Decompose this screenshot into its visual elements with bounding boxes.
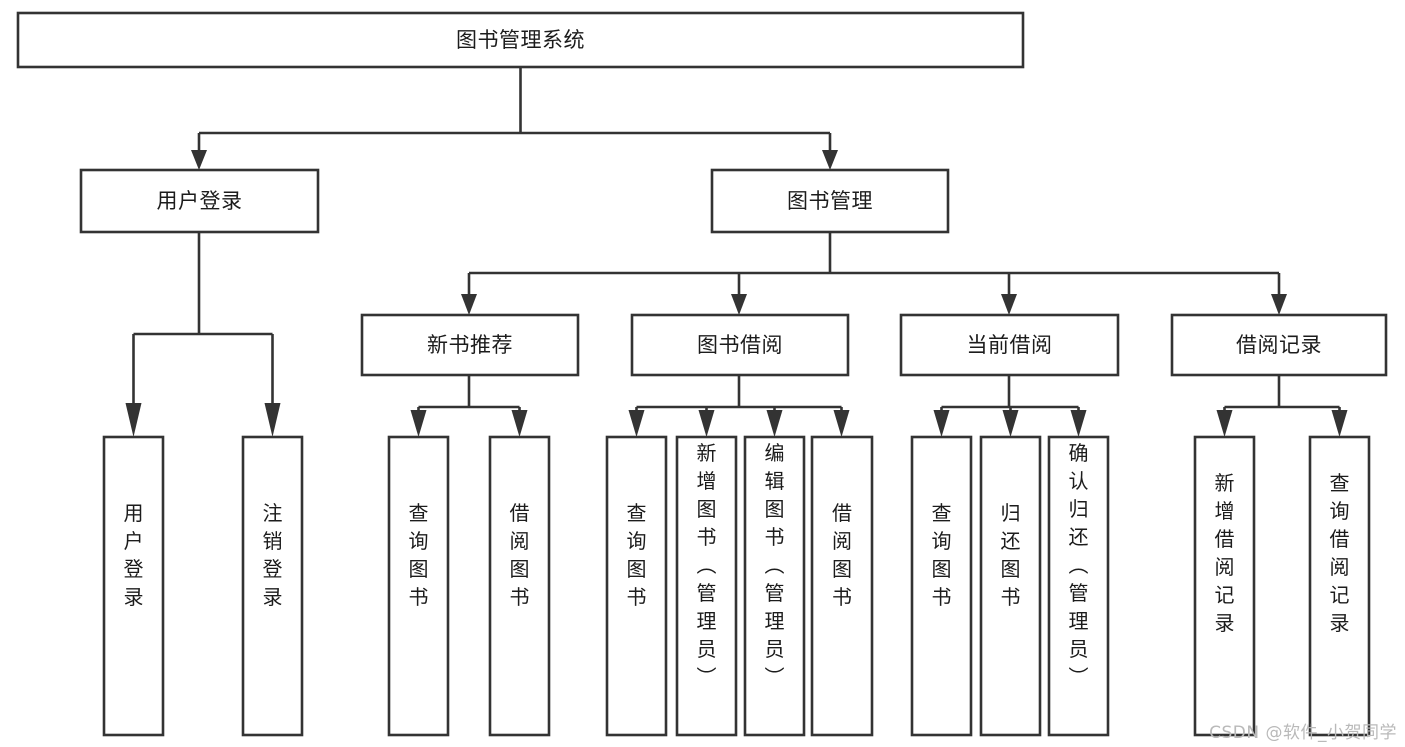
node-user-login-label: 用户登录 [157,189,243,213]
node-borrow-record-box[interactable] [1170,313,1388,377]
arrow-head-leaf-edit-book [766,410,783,437]
node-leaf-confirm-return-label: 确认归还︵管理员︶ [1069,441,1089,689]
arrow-head-leaf-add-record [1216,410,1233,437]
node-leaf-user-login-box[interactable] [102,435,165,737]
node-leaf-logout-login-label: 注销登录 [263,501,283,609]
arrow-head-leaf-logout-login [264,403,281,437]
node-leaf-borrow-book-2-box[interactable] [810,435,874,737]
arrow-head-leaf-return-book [1002,410,1019,437]
node-borrow-record-label: 借阅记录 [1236,333,1322,357]
arrow-head-book-manage [822,150,838,170]
node-leaf-edit-book[interactable]: 编辑图书︵管理员︶ [743,435,806,737]
node-leaf-add-book-label: 新增图书︵管理员︶ [697,441,717,689]
arrow-head-user-login [191,150,207,170]
node-leaf-query-book-2[interactable]: 查询图书 [605,435,668,737]
node-leaf-add-record[interactable]: 新增借阅记录 [1193,435,1256,737]
node-new-book-recommend-label: 新书推荐 [427,333,513,357]
node-current-borrow-box[interactable] [899,313,1120,377]
node-book-borrow-box[interactable] [630,313,850,377]
node-book-manage-label: 图书管理 [787,189,873,213]
node-leaf-user-login[interactable]: 用户登录 [102,435,165,737]
node-leaf-return-book-box[interactable] [979,435,1042,737]
node-leaf-query-record[interactable]: 查询借阅记录 [1308,435,1371,737]
node-book-manage-box[interactable] [710,168,950,234]
node-borrow-record[interactable]: 借阅记录 [1170,313,1388,377]
node-leaf-query-record-label: 查询借阅记录 [1330,471,1350,635]
node-leaf-query-book-1-label: 查询图书 [409,501,429,609]
arrow-head-leaf-confirm-return [1070,410,1087,437]
node-leaf-borrow-book-1-box[interactable] [488,435,551,737]
node-leaf-add-record-box[interactable] [1193,435,1256,737]
arrow-head-new-book-recommend [461,294,477,315]
node-root-label: 图书管理系统 [456,28,585,52]
node-leaf-return-book[interactable]: 归还图书 [979,435,1042,737]
node-book-borrow-label: 图书借阅 [697,333,783,357]
node-leaf-add-book-box[interactable] [675,435,738,737]
node-leaf-edit-book-label: 编辑图书︵管理员︶ [765,441,785,689]
leaf-layer: 用户登录 注销登录 查询图书 借阅图书 查询图书 新增图书︵管理员︶ [102,435,1371,737]
node-leaf-query-book-3-label: 查询图书 [932,501,952,609]
node-root-box[interactable] [16,11,1025,69]
connector-layer [125,67,1348,437]
node-leaf-query-book-1[interactable]: 查询图书 [387,435,450,737]
node-leaf-borrow-book-1-label: 借阅图书 [510,501,530,609]
node-leaf-query-book-3-box[interactable] [910,435,973,737]
arrow-head-current-borrow [1001,294,1017,315]
node-book-borrow[interactable]: 图书借阅 [630,313,850,377]
node-root[interactable]: 图书管理系统 [16,11,1025,69]
csdn-watermark: CSDN @软件_小贺同学 [1209,723,1397,743]
arrow-head-leaf-query-book-1 [410,410,427,437]
node-leaf-edit-book-box[interactable] [743,435,806,737]
arrow-head-book-borrow [731,294,747,315]
node-current-borrow-label: 当前借阅 [967,333,1053,357]
node-leaf-borrow-book-1[interactable]: 借阅图书 [488,435,551,737]
node-leaf-query-book-2-label: 查询图书 [627,501,647,609]
node-leaf-query-book-3[interactable]: 查询图书 [910,435,973,737]
node-leaf-logout-login[interactable]: 注销登录 [241,435,304,737]
arrow-head-borrow-record [1271,294,1287,315]
arrow-head-leaf-user-login [125,403,142,437]
arrow-head-leaf-borrow-book-2 [833,410,850,437]
node-user-login-box[interactable] [79,168,320,234]
arrow-head-leaf-query-record [1331,410,1348,437]
node-user-login[interactable]: 用户登录 [79,168,320,234]
node-leaf-query-book-1-box[interactable] [387,435,450,737]
arrow-head-leaf-borrow-book-1 [511,410,528,437]
node-leaf-query-book-2-box[interactable] [605,435,668,737]
arrow-head-leaf-query-book-2 [628,410,645,437]
node-leaf-borrow-book-2-label: 借阅图书 [832,501,852,609]
node-leaf-query-record-box[interactable] [1308,435,1371,737]
node-book-manage[interactable]: 图书管理 [710,168,950,234]
arrow-head-leaf-add-book [698,410,715,437]
node-leaf-add-record-label: 新增借阅记录 [1215,471,1235,635]
arrow-head-leaf-query-book-3 [933,410,950,437]
node-current-borrow[interactable]: 当前借阅 [899,313,1120,377]
node-leaf-confirm-return[interactable]: 确认归还︵管理员︶ [1047,435,1110,737]
node-leaf-confirm-return-box[interactable] [1047,435,1110,737]
node-leaf-add-book[interactable]: 新增图书︵管理员︶ [675,435,738,737]
node-leaf-return-book-label: 归还图书 [1001,501,1021,609]
node-leaf-borrow-book-2[interactable]: 借阅图书 [810,435,874,737]
node-leaf-logout-login-box[interactable] [241,435,304,737]
node-new-book-recommend[interactable]: 新书推荐 [360,313,580,377]
node-new-book-recommend-box[interactable] [360,313,580,377]
node-leaf-user-login-label: 用户登录 [124,501,144,609]
